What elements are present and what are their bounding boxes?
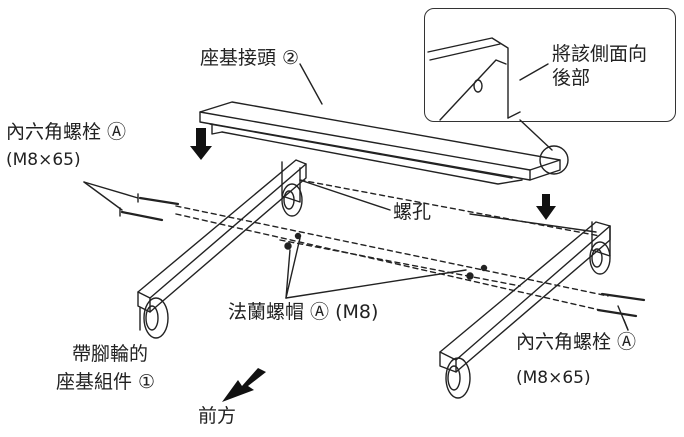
callout-text-line2: 後部: [552, 67, 591, 89]
callout-box: [424, 8, 676, 122]
base-connector-part: [199, 101, 561, 185]
callout-text-line1: 將該側面向: [552, 43, 648, 65]
assembly-guide-lines: [175, 179, 609, 311]
right-bolts: [596, 292, 646, 318]
left-bolts: [119, 193, 180, 222]
hex-bolt-right-label: 內六角螺栓 Ⓐ: [516, 331, 637, 353]
front-label: 前方: [198, 405, 237, 427]
screw-hole-label: 螺孔: [393, 201, 432, 223]
callout-detail: [427, 37, 521, 121]
left-base-assembly: [137, 159, 307, 339]
flange-nut-label: 法蘭螺帽 Ⓐ (M8): [228, 301, 379, 323]
caster-base-label-line1: 帶腳輪的: [72, 343, 149, 365]
hex-bolt-left-label: 內六角螺栓 Ⓐ: [6, 121, 127, 143]
hex-bolt-right-spec: (M8×65): [516, 368, 591, 388]
down-arrow-icon: [536, 194, 556, 220]
caster-base-label-line2: 座基組件 ①: [56, 371, 156, 393]
right-base-assembly: [439, 221, 611, 399]
front-arrow-icon: [222, 368, 266, 402]
base-connector-label: 座基接頭 ②: [200, 47, 300, 69]
hex-bolt-left-spec: (M8×65): [6, 150, 81, 170]
down-arrow-icon: [190, 128, 212, 160]
